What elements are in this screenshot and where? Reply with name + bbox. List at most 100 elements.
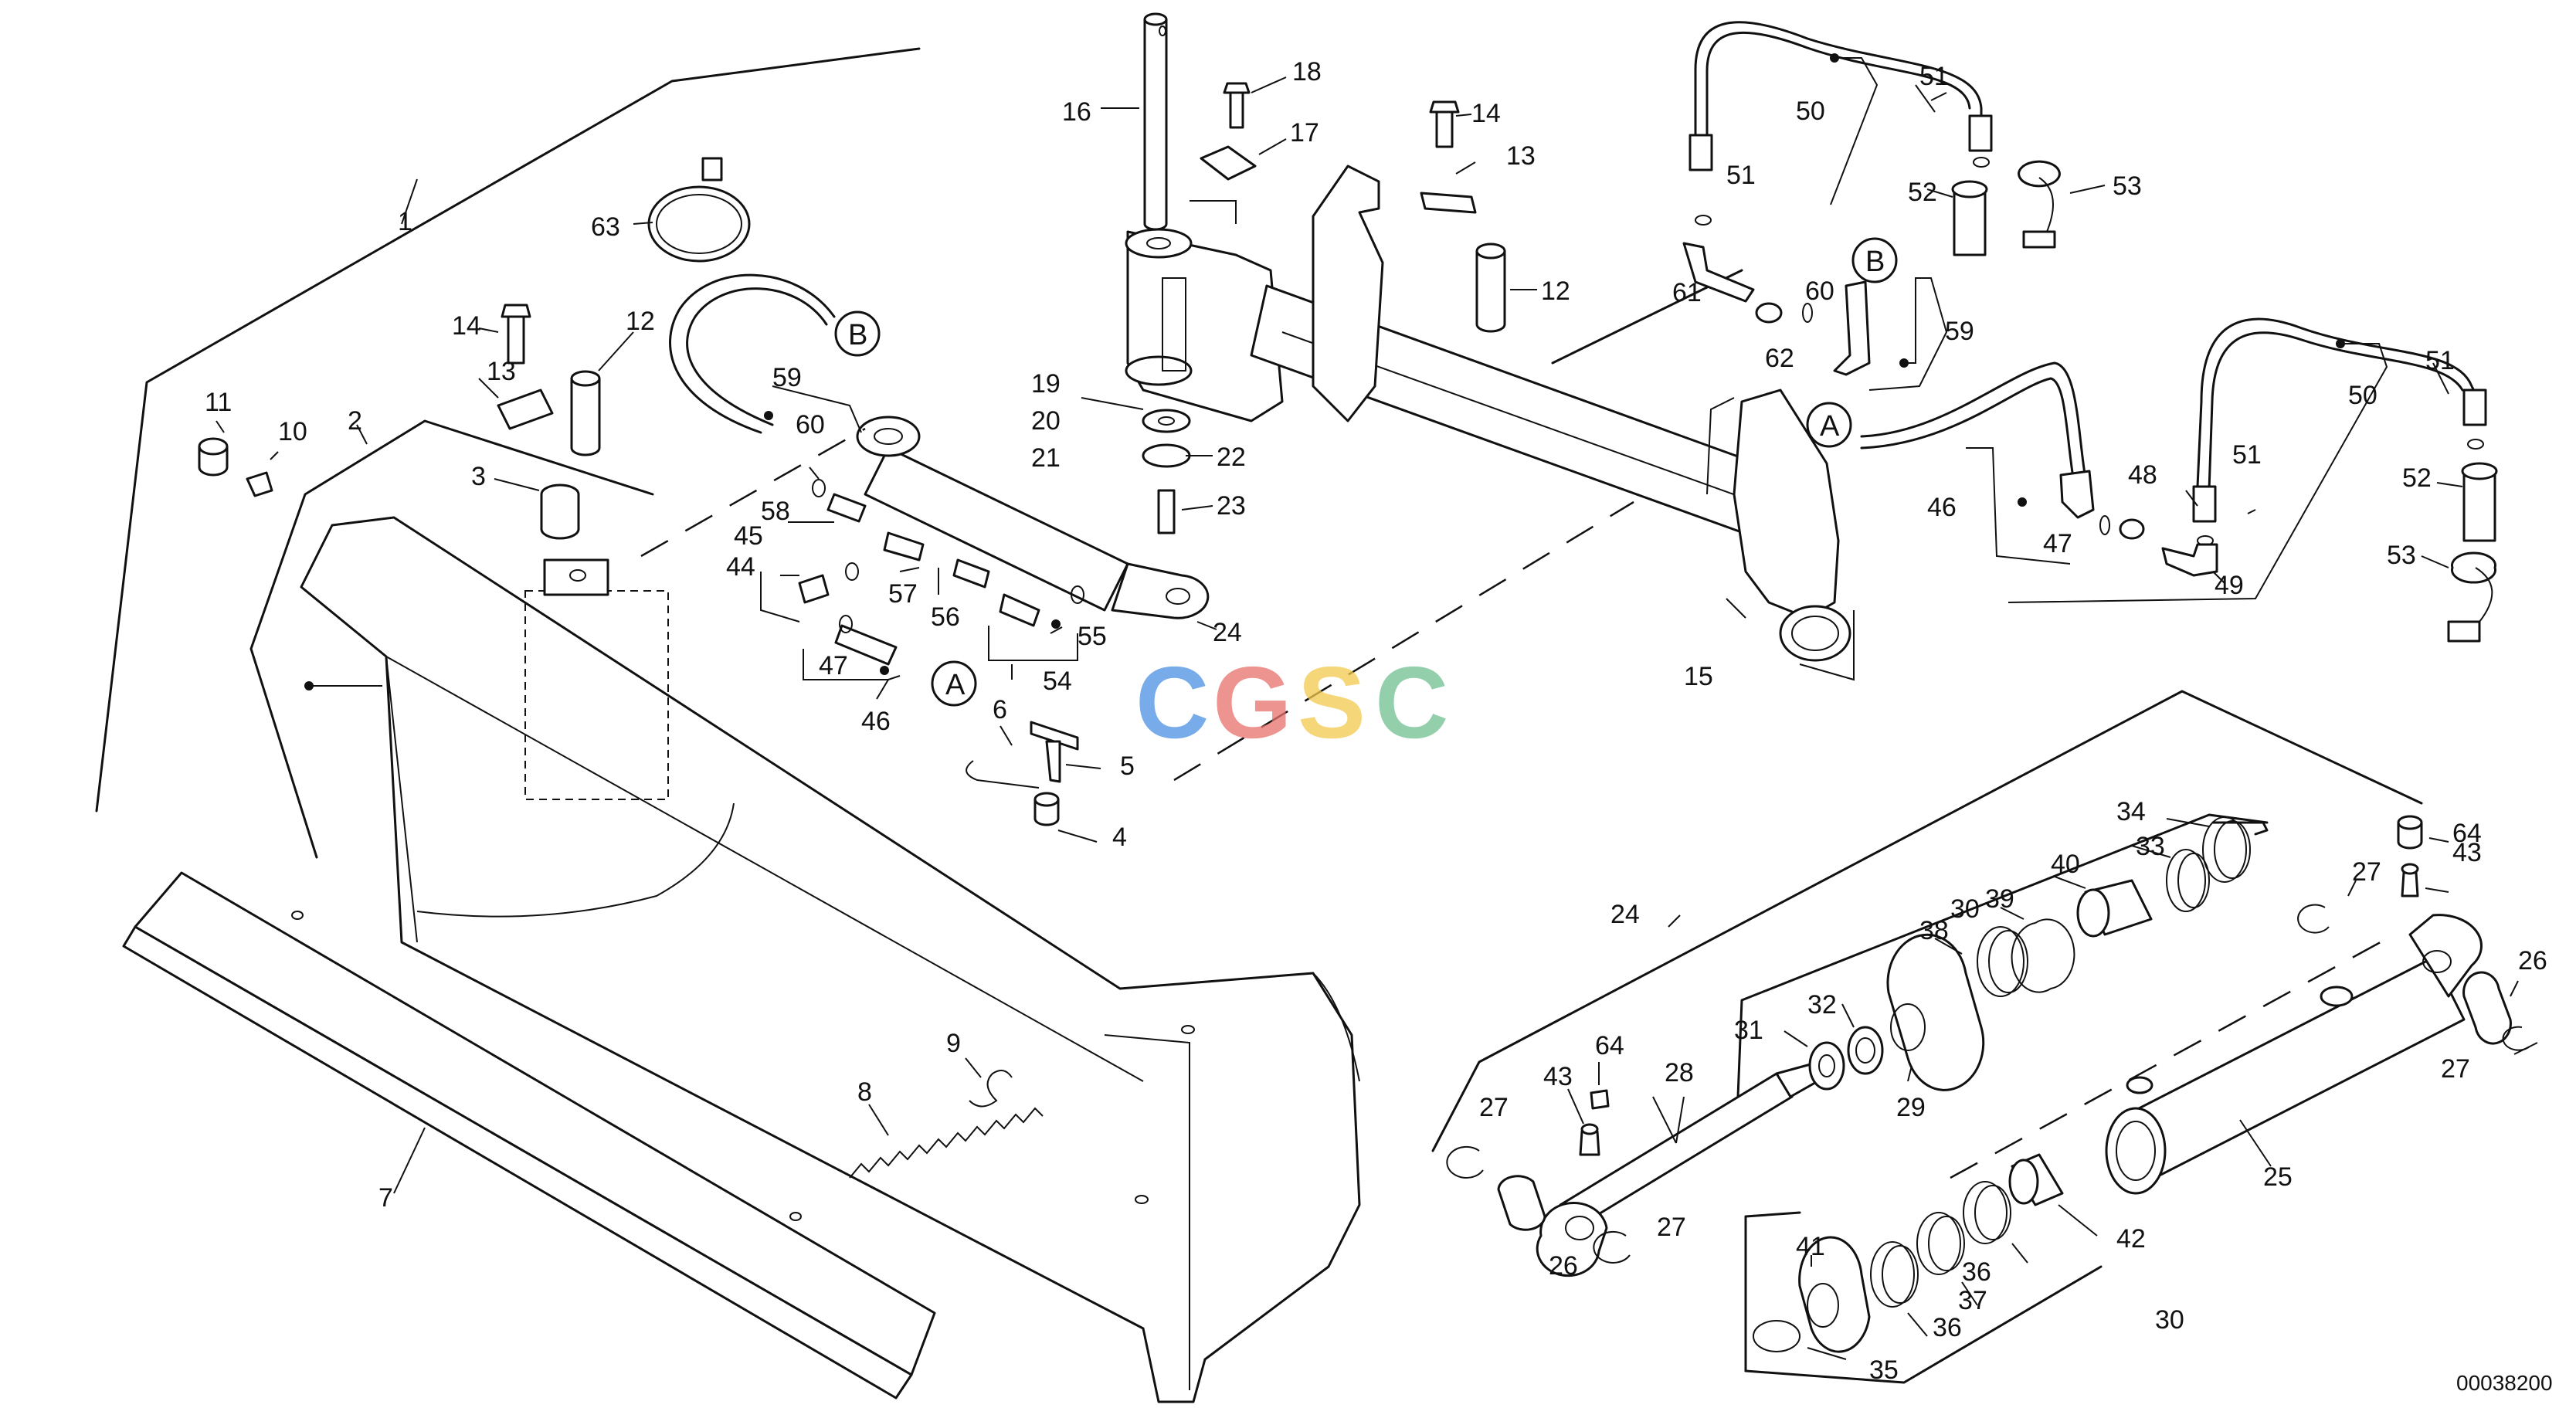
callout-number: 36 (1933, 1313, 1962, 1342)
ref-letter: A (1820, 410, 1840, 443)
callout-number: 21 (1031, 443, 1061, 473)
callout-number: 14 (452, 311, 481, 341)
callout-number: 26 (2518, 946, 2547, 975)
cylinder-exploded-view (1431, 690, 2538, 1384)
hose-set-right (1682, 21, 2498, 643)
callout-number: 37 (1958, 1286, 1987, 1315)
ref-marker-a-right (1806, 402, 1852, 448)
callout-number: 64 (1595, 1031, 1624, 1060)
callout-number: 25 (2263, 1162, 2293, 1192)
callout-number: 51 (1919, 62, 1949, 91)
bucket-assembly (95, 47, 1361, 1403)
callout-number: 23 (1217, 491, 1246, 521)
callout-number: 13 (1506, 141, 1536, 171)
callout-number: 43 (1543, 1062, 1573, 1091)
callout-number: 8 (857, 1077, 872, 1107)
callout-number: 59 (1945, 317, 1974, 346)
callout-number: 63 (591, 212, 620, 242)
callout-number: 55 (1078, 622, 1107, 651)
callout-number: 36 (1962, 1257, 1991, 1287)
ref-letter: B (1865, 246, 1885, 278)
callout-number: 64 (2452, 819, 2482, 848)
callout-number: 32 (1807, 990, 1837, 1020)
callout-number: 9 (946, 1029, 961, 1058)
callout-number: 52 (1908, 178, 1937, 207)
callout-number: 49 (2215, 571, 2244, 600)
callout-number: 30 (1950, 894, 1980, 924)
callout-number: 7 (378, 1183, 393, 1213)
callout-number: 27 (2441, 1054, 2470, 1084)
callout-number: 27 (2352, 857, 2381, 887)
callout-number: 3 (471, 462, 486, 491)
ref-marker-b-right (1851, 237, 1898, 283)
callout-number: 28 (1665, 1058, 1694, 1087)
callout-number: 2 (348, 406, 362, 436)
callout-number: 60 (1805, 277, 1834, 306)
callout-number: 19 (1031, 369, 1061, 399)
callout-number: 50 (1796, 97, 1825, 126)
document-id: 00038200 (2456, 1371, 2553, 1395)
callout-number: 46 (1927, 493, 1957, 522)
callout-number: 33 (2136, 832, 2165, 861)
callout-number: 24 (1213, 618, 1242, 647)
callout-number: 1 (398, 207, 412, 236)
callout-number: 34 (2116, 797, 2146, 826)
callout-number: 29 (1896, 1093, 1926, 1122)
callout-number: 26 (1549, 1251, 1578, 1281)
callout-number: 10 (278, 417, 307, 446)
callout-number: 51 (2232, 440, 2262, 470)
callout-number: 16 (1062, 97, 1091, 127)
reference-markers (834, 237, 1898, 707)
callout-number: 30 (2155, 1305, 2184, 1335)
ref-letter: B (848, 319, 867, 351)
callout-number: 14 (1471, 99, 1501, 128)
callout-number: 15 (1684, 662, 1713, 691)
callout-number: 51 (2425, 346, 2455, 375)
callout-number: 60 (796, 410, 825, 439)
callout-number: 39 (1985, 884, 2014, 914)
callout-number: 45 (734, 521, 763, 551)
callout-number: 53 (2113, 171, 2142, 201)
callout-number: 42 (2116, 1224, 2146, 1254)
callout-number: 22 (1217, 443, 1246, 472)
callout-number: 44 (726, 552, 755, 582)
callout-number: 27 (1479, 1093, 1509, 1122)
callout-number: 24 (1610, 900, 1640, 929)
loader-arm-frame (1081, 12, 1855, 782)
callout-number: 17 (1290, 118, 1319, 148)
callout-number: 61 (1672, 278, 1702, 307)
callout-number: 53 (2387, 541, 2416, 570)
callout-number: 47 (819, 651, 848, 680)
callout-number: 35 (1869, 1355, 1899, 1385)
tilt-cylinder-upper (640, 273, 1217, 700)
ref-letter: A (945, 669, 966, 701)
ref-marker-b-left (834, 310, 881, 357)
watermark-letter: C (1135, 646, 1209, 759)
callout-number: 43 (2452, 838, 2482, 867)
callout-number: 46 (861, 707, 891, 736)
callout-number: 11 (205, 388, 232, 417)
callout-number: 13 (487, 357, 516, 386)
callout-number: 40 (2051, 850, 2080, 879)
callout-number: 48 (2128, 460, 2157, 490)
callout-number: 31 (1734, 1016, 1763, 1045)
callout-number: 4 (1112, 823, 1127, 852)
callout-number: 52 (2402, 463, 2432, 493)
callout-number: 41 (1796, 1232, 1825, 1261)
callout-number: 56 (931, 602, 960, 632)
watermark: C G S C (1135, 646, 1448, 759)
callout-number: 47 (2043, 529, 2072, 558)
callout-number: 57 (888, 579, 918, 609)
callout-number: 12 (1541, 277, 1570, 306)
callout-number: 6 (993, 695, 1007, 724)
callout-number: 62 (1765, 344, 1794, 373)
callout-number: 51 (1726, 161, 1756, 190)
watermark-letter: S (1298, 646, 1366, 759)
callout-number: 58 (761, 497, 790, 526)
callout-number: 27 (1657, 1213, 1686, 1242)
watermark-letter: G (1213, 646, 1292, 759)
callout-number: 5 (1120, 751, 1135, 781)
callout-number: 50 (2348, 381, 2377, 410)
